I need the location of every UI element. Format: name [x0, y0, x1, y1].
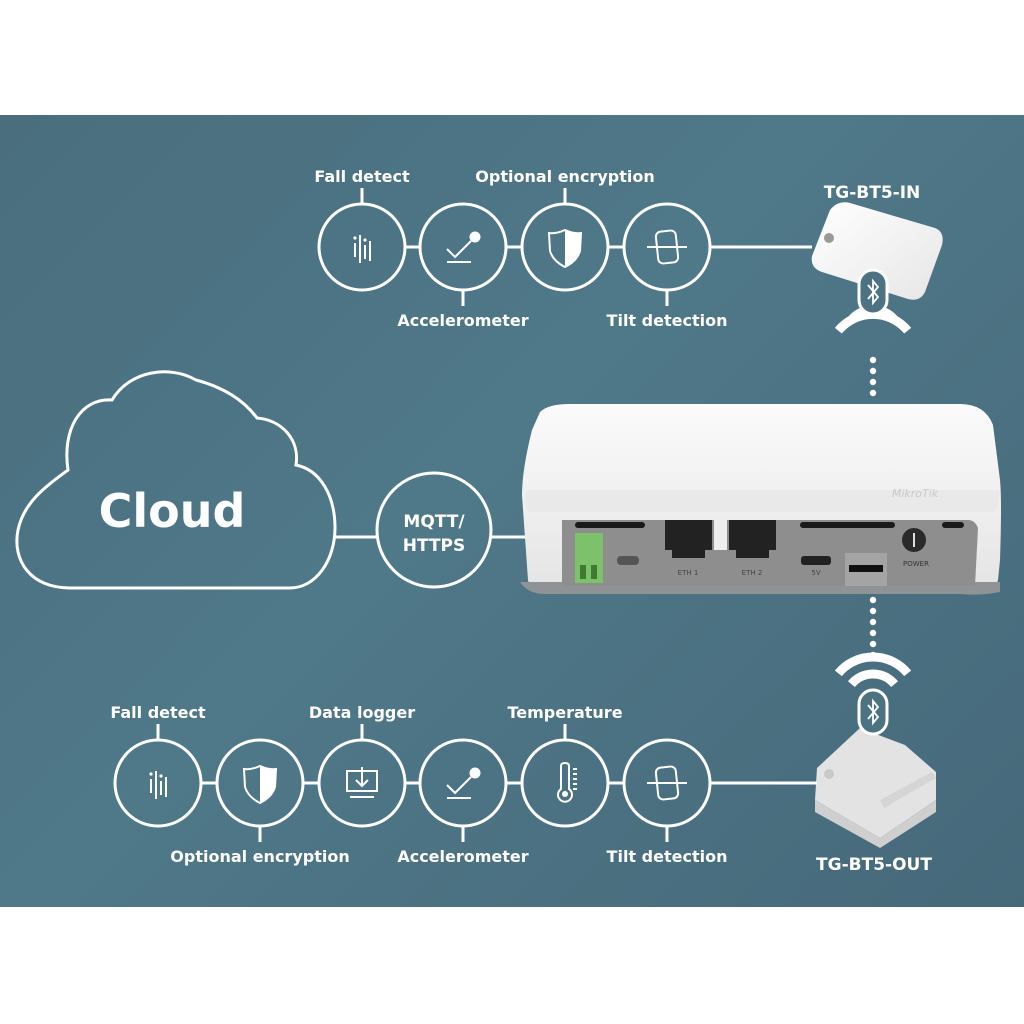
bottom-sensor-name: TG-BT5-OUT — [816, 855, 932, 875]
feature-circle — [418, 738, 508, 828]
feature-label: Optional encryption — [475, 167, 654, 186]
wireless-link-top — [869, 356, 877, 397]
cloud-label: Cloud — [99, 484, 246, 538]
feature-label: Fall detect — [110, 703, 206, 722]
power-label: POWER — [903, 560, 929, 568]
feature-circle — [317, 202, 407, 292]
feature-node: Accelerometer — [397, 202, 529, 330]
feature-node: Data logger — [309, 703, 415, 828]
signal-wave-outer — [834, 309, 912, 334]
sensor-box-top — [815, 728, 936, 838]
feature-label: Tilt detection — [607, 311, 728, 330]
feature-label: Tilt detection — [607, 847, 728, 866]
power-jack-pin — [913, 533, 915, 547]
feature-label: Accelerometer — [397, 311, 528, 330]
gateway-lip — [525, 490, 1000, 512]
feature-node: Fall detect — [110, 703, 206, 828]
feature-label: Temperature — [507, 703, 622, 722]
tilt-icon — [647, 229, 687, 265]
eth2-label: ETH 2 — [742, 569, 763, 577]
accelerometer-icon — [446, 231, 481, 263]
reset-button[interactable] — [617, 556, 639, 565]
tag-hole — [824, 233, 834, 243]
protocol-circle — [375, 471, 493, 589]
feature-circle — [418, 202, 508, 292]
feature-node: Fall detect — [314, 167, 410, 292]
vent-slot — [800, 522, 895, 528]
vent-slot — [575, 522, 645, 528]
feature-node: Accelerometer — [397, 738, 529, 866]
tilt-icon — [647, 765, 687, 801]
gateway-device: ETH 1 ETH 2 5V POWER MikroTik — [520, 404, 1001, 595]
feature-node: Tilt detection — [607, 738, 728, 866]
cloud-outline — [15, 370, 337, 590]
tag-body — [811, 202, 943, 300]
usb-label: 5V — [811, 569, 820, 577]
sensor-box-screw — [824, 769, 834, 779]
cloud: Cloud — [15, 370, 337, 590]
feature-label: Optional encryption — [170, 847, 349, 866]
feature-label: Data logger — [309, 703, 415, 722]
brand-logo: MikroTik — [892, 487, 939, 500]
feature-circle — [113, 738, 203, 828]
feature-label: Accelerometer — [397, 847, 528, 866]
eth1-port[interactable] — [665, 520, 712, 558]
link-dot — [869, 596, 877, 604]
top-sensor-name: TG-BT5-IN — [824, 183, 921, 203]
link-dot — [869, 629, 877, 637]
feature-node: Optional encryption — [170, 738, 350, 866]
link-dot — [869, 607, 877, 615]
protocol-label-line2: HTTPS — [403, 536, 466, 556]
data-logger-icon — [346, 767, 378, 798]
feature-node: Temperature — [507, 703, 623, 828]
bottom-sensor-device: TG-BT5-OUT — [815, 728, 936, 875]
bluetooth-icon — [867, 698, 880, 726]
bluetooth-icon — [867, 278, 880, 306]
eth2-port[interactable] — [729, 520, 776, 558]
shield-icon — [242, 764, 278, 805]
usb-port[interactable] — [801, 556, 831, 565]
bluetooth-bottom — [834, 652, 912, 736]
shield-icon — [547, 228, 583, 269]
top-sensor-device: TG-BT5-IN — [811, 183, 943, 300]
accelerometer-icon — [446, 767, 481, 799]
vent-slot — [942, 522, 964, 528]
feature-node: Optional encryption — [475, 167, 655, 292]
feature-node: Tilt detection — [607, 202, 728, 330]
link-dot — [869, 389, 877, 397]
fall-detect-icon — [149, 771, 167, 799]
protocol-node: MQTT/ HTTPS — [375, 471, 493, 589]
link-dot — [869, 640, 877, 648]
signal-wave-inner — [847, 669, 899, 688]
sensor-box-side — [815, 800, 936, 848]
terminal-screw — [580, 565, 586, 579]
feature-circle — [520, 738, 610, 828]
bluetooth-top — [834, 268, 912, 334]
terminal-screw — [591, 565, 597, 579]
protocol-label-line1: MQTT/ — [403, 512, 465, 532]
thermometer-icon — [557, 761, 577, 803]
wireless-link-bottom — [869, 596, 877, 659]
sensor-box-ridge — [880, 772, 936, 808]
link-dot — [869, 618, 877, 626]
link-dot — [869, 367, 877, 375]
port-divider — [714, 520, 727, 550]
sim-slot[interactable] — [849, 565, 883, 572]
terminal-block[interactable] — [575, 533, 603, 583]
fall-detect-icon — [353, 235, 371, 263]
feature-label: Fall detect — [314, 167, 410, 186]
eth1-label: ETH 1 — [678, 569, 699, 577]
link-dot — [869, 356, 877, 364]
signal-wave-outer — [834, 652, 912, 677]
link-dot — [869, 378, 877, 386]
